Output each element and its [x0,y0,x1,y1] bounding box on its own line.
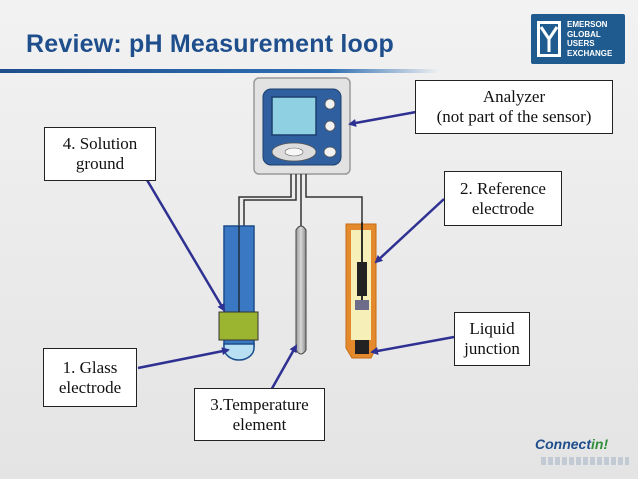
cable-glass [238,174,292,228]
glass-electrode-label: 1. Glass electrode [43,348,137,407]
label-line: 2. Reference [460,178,546,198]
label-line: 3.Temperature [210,394,309,414]
temperature-element [295,225,307,355]
solution-ground-band [218,311,259,341]
cable-reference [305,174,363,222]
cable-ground [243,174,297,228]
arrow-liquid-junction [370,335,455,355]
label-line: element [232,414,287,434]
connect-in-logo-main: Connect [535,436,591,452]
reference-cap [355,300,369,310]
logo-mark-icon [537,21,561,57]
reference-element [357,262,367,296]
connect-in-logo-tagline-graphic [541,457,629,465]
label-line: 4. Solution [62,134,138,153]
label-line: junction [464,339,520,358]
slide-title: Review: pH Measurement loop [26,30,394,58]
arrow-glass [137,347,230,370]
analyzer-label: Analyzer (not part of the sensor) [415,80,613,134]
title-underline [0,69,440,73]
analyzer-unit [253,77,351,175]
label-line: ground [75,154,125,173]
arrow-temperature [268,344,298,393]
arrow-reference [374,198,445,264]
label-line: Analyzer [482,87,546,106]
logo-line: Emerson [567,20,608,29]
label-line: Liquid [469,319,515,338]
label-line: 1. Glass [62,357,118,377]
glass-bulb [223,343,255,361]
arrow-analyzer [348,110,417,127]
logo-line: Users [567,39,595,48]
sensor-cables [238,174,363,228]
reference-electrode-label: 2. Reference electrode [444,171,562,226]
solution-ground-label: 4. Solution ground [44,127,156,181]
logo-line: Exchange [567,48,613,58]
glass-electrode [218,225,259,361]
liquid-junction-plug [355,340,369,354]
analyzer-button [324,120,336,132]
temperature-probe [295,225,307,355]
logo-text: Emerson Global Users Exchange [567,20,612,58]
temperature-element-label: 3.Temperature element [194,388,325,441]
logo-line: Global [567,29,601,39]
label-line: (not part of the sensor) [436,107,592,126]
emerson-global-users-exchange-logo: Emerson Global Users Exchange [531,14,625,64]
label-line: electrode [471,198,535,218]
analyzer-screen [271,96,317,136]
connect-in-logo: Connectin! [535,436,608,452]
arrow-solution-ground [145,179,226,312]
label-line: electrode [58,377,122,397]
callout-arrows [137,110,455,393]
reference-electrode [345,222,377,359]
analyzer-button [324,98,336,110]
connect-in-logo-accent: in! [591,436,609,452]
analyzer-button [323,146,337,158]
analyzer-key [284,147,304,157]
liquid-junction-label: Liquid junction [454,312,530,366]
